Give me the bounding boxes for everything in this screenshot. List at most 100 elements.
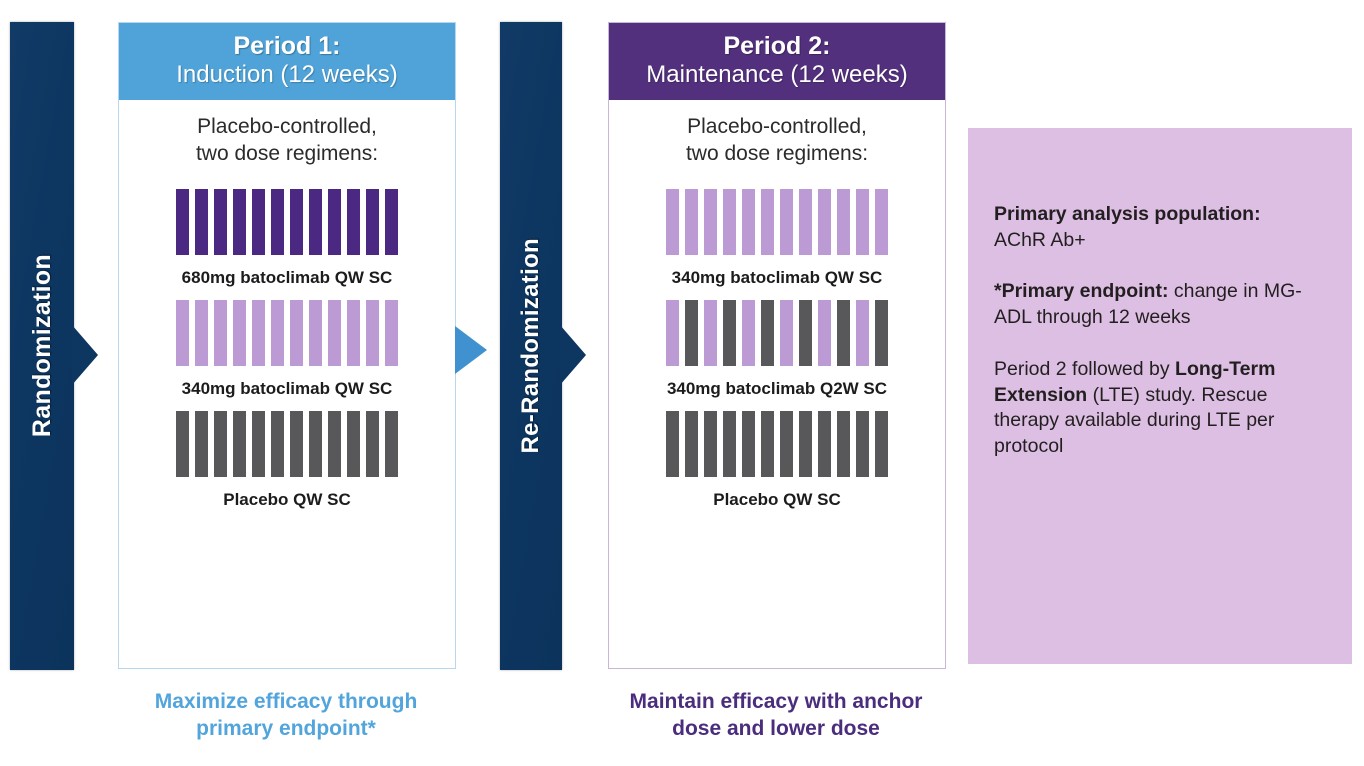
dose-bar [818, 300, 831, 367]
regimen-group: 340mg batoclimab QW SC [666, 189, 888, 288]
dose-bar [723, 411, 736, 478]
regimen-group: Placebo QW SC [666, 411, 888, 510]
regimen-caption: 340mg batoclimab QW SC [671, 268, 883, 288]
period-2-goal-line-1: Maintain efficacy with anchor [629, 690, 923, 713]
dose-bars [176, 189, 398, 256]
period-2-subtitle: Maintenance (12 weeks) [646, 61, 908, 89]
dose-bar [818, 411, 831, 478]
period-1-panel: Period 1: Induction (12 weeks) Placebo-c… [118, 22, 456, 669]
dose-bar [347, 300, 360, 367]
dose-bar [309, 300, 322, 367]
study-notes-content: Primary analysis population:AChR Ab+ *Pr… [968, 128, 1352, 460]
regimen-caption: 340mg batoclimab Q2W SC [666, 379, 888, 399]
dose-bar [309, 189, 322, 256]
dose-bar [704, 411, 717, 478]
dose-bar [252, 411, 265, 478]
dose-bar [271, 300, 284, 367]
dose-bar [761, 189, 774, 256]
dose-bar [385, 300, 398, 367]
dose-bar [385, 411, 398, 478]
note-text: change in MG-ADL through 12 weeks [994, 280, 1302, 329]
dose-bar [780, 189, 793, 256]
dose-bar [704, 189, 717, 256]
dose-bar [290, 300, 303, 367]
dose-bar [666, 411, 679, 478]
study-notes-panel: Primary analysis population:AChR Ab+ *Pr… [968, 128, 1352, 664]
regimen-caption: Placebo QW SC [223, 490, 351, 510]
period-1-goal-line-2: primary endpoint* [196, 717, 376, 741]
dose-bar [837, 300, 850, 367]
dose-bar [837, 411, 850, 478]
dose-bars [666, 300, 888, 367]
period-2-description-line-1: Placebo-controlled, [687, 115, 867, 139]
dose-bars [176, 411, 398, 478]
period-1-description: Placebo-controlled, two dose regimens: [196, 114, 378, 167]
dose-bar [233, 189, 246, 256]
dose-bar [195, 411, 208, 478]
period-1-header: Period 1: Induction (12 weeks) [119, 23, 455, 101]
period-1-subtitle: Induction (12 weeks) [176, 61, 398, 89]
period-1-body: Placebo-controlled, two dose regimens: 6… [119, 100, 455, 668]
randomization-label: Randomization [27, 254, 56, 438]
dose-bar [875, 189, 888, 256]
dose-bars [176, 300, 398, 367]
dose-bar [214, 189, 227, 256]
period-1-title: Period 1: [233, 32, 341, 60]
regimen-group: Placebo QW SC [176, 411, 398, 510]
note-text: AChR Ab+ [994, 228, 1086, 251]
note-text: Period 2 followed by [994, 357, 1176, 380]
dose-bar [799, 189, 812, 256]
dose-bar [366, 411, 379, 478]
regimen-group: 340mg batoclimab Q2W SC [666, 300, 888, 399]
dose-bar [233, 411, 246, 478]
dose-bar [761, 411, 774, 478]
period-2-description: Placebo-controlled, two dose regimens: [686, 114, 868, 167]
dose-bar [195, 300, 208, 367]
regimen-caption: 340mg batoclimab QW SC [181, 379, 393, 399]
dose-bar [366, 300, 379, 367]
dose-bar [214, 411, 227, 478]
re-randomization-banner: Re-Randomization [500, 22, 562, 670]
period-2-body: Placebo-controlled, two dose regimens: 3… [609, 100, 945, 668]
period-2-goal-caption: Maintain efficacy with anchor dose and l… [608, 688, 944, 743]
dose-bar [271, 189, 284, 256]
randomization-arrow-icon [72, 325, 98, 385]
dose-bar [290, 411, 303, 478]
dose-bar [252, 300, 265, 367]
period-2-title: Period 2: [723, 32, 831, 60]
period-1-description-line-2: two dose regimens: [195, 141, 379, 165]
dose-bar [309, 411, 322, 478]
dose-bar [328, 411, 341, 478]
dose-bar [875, 411, 888, 478]
note-emphasis: *Primary endpoint: [994, 280, 1169, 303]
transition-arrow-icon [455, 326, 487, 374]
dose-bar [856, 411, 869, 478]
re-randomization-arrow-icon [560, 325, 586, 385]
dose-bar [328, 189, 341, 256]
long-term-extension-note: Period 2 followed by Long-Term Extension… [994, 357, 1326, 460]
dose-bar [837, 189, 850, 256]
regimen-group: 340mg batoclimab QW SC [176, 300, 398, 399]
dose-bar [290, 189, 303, 256]
dose-bar [780, 300, 793, 367]
dose-bar [666, 189, 679, 256]
dose-bar [328, 300, 341, 367]
dose-bar [176, 189, 189, 256]
period-2-description-line-2: two dose regimens: [685, 141, 869, 165]
dose-bar [856, 189, 869, 256]
dose-bar [176, 300, 189, 367]
primary-analysis-population-note: Primary analysis population:AChR Ab+ [994, 202, 1326, 253]
dose-bar [666, 300, 679, 367]
dose-bar [799, 300, 812, 367]
dose-bars [666, 411, 888, 478]
re-randomization-label: Re-Randomization [517, 238, 544, 454]
note-emphasis: Long-Term Extension [994, 357, 1276, 406]
dose-bar [685, 189, 698, 256]
primary-endpoint-note: *Primary endpoint: change in MG-ADL thro… [994, 279, 1326, 330]
dose-bar [875, 300, 888, 367]
dose-bar [723, 300, 736, 367]
dose-bar [685, 411, 698, 478]
dose-bar [214, 300, 227, 367]
note-text: (LTE) study. Rescue therapy available du… [994, 383, 1275, 458]
